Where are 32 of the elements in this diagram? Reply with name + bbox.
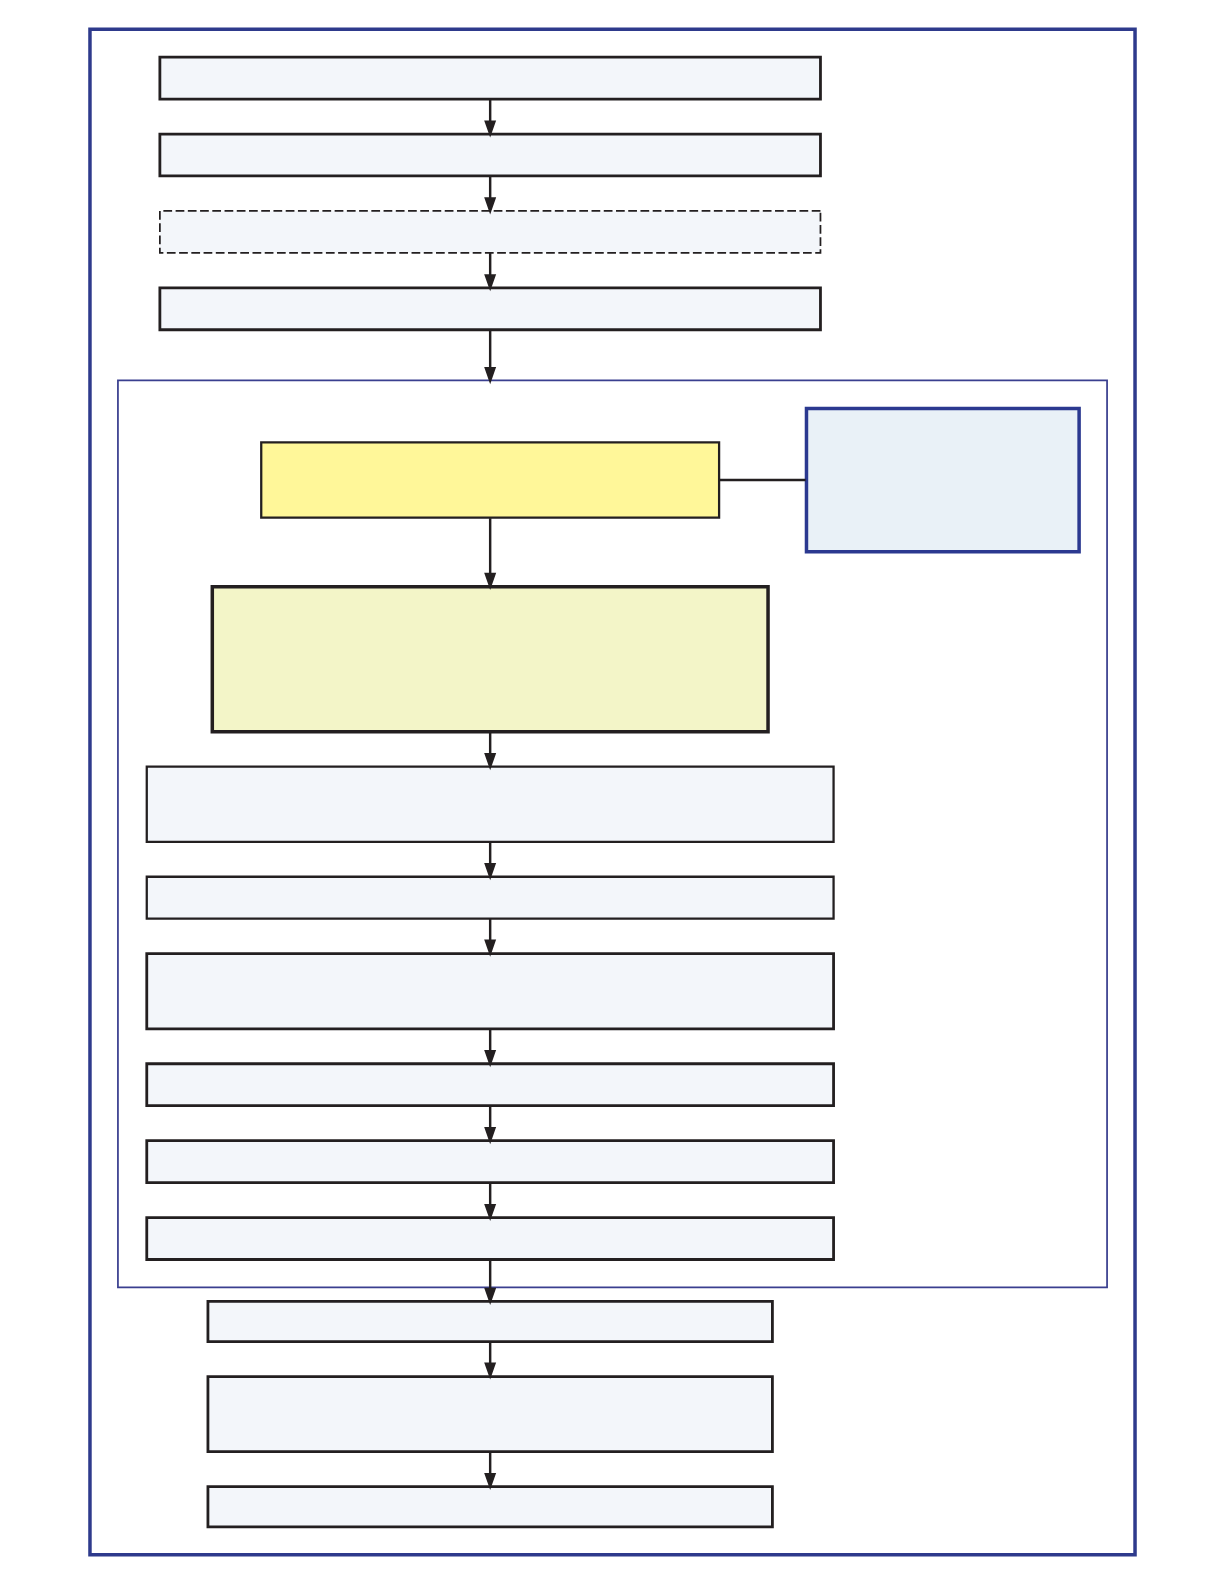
node-box bbox=[210, 584, 770, 734]
arrow bbox=[483, 1452, 496, 1491]
arrow bbox=[483, 518, 496, 590]
node-box bbox=[145, 875, 835, 920]
node-box bbox=[206, 1485, 774, 1529]
node-box bbox=[157, 286, 822, 332]
arrow bbox=[483, 1029, 496, 1068]
node-box bbox=[144, 952, 835, 1031]
arrow bbox=[483, 842, 496, 881]
node-box bbox=[206, 1375, 774, 1454]
node-box bbox=[144, 1216, 835, 1261]
node-box bbox=[144, 1139, 835, 1184]
node-box bbox=[144, 1062, 835, 1108]
arrow bbox=[483, 1342, 496, 1380]
arrow bbox=[483, 1105, 496, 1145]
arrow bbox=[483, 252, 496, 292]
node-box bbox=[157, 132, 822, 178]
node-box bbox=[157, 55, 822, 101]
connector bbox=[718, 478, 806, 482]
node-box bbox=[804, 406, 1081, 554]
arrow bbox=[483, 176, 496, 215]
arrow bbox=[483, 99, 496, 138]
cluster bbox=[87, 27, 1137, 1557]
node-box bbox=[259, 441, 720, 519]
node-box bbox=[206, 1300, 774, 1343]
arrow bbox=[483, 329, 496, 385]
node-box bbox=[145, 765, 835, 843]
node-box bbox=[158, 210, 821, 254]
arrow bbox=[483, 1259, 496, 1305]
arrow bbox=[483, 1182, 496, 1222]
arrow bbox=[483, 732, 496, 771]
arrow bbox=[483, 919, 496, 957]
